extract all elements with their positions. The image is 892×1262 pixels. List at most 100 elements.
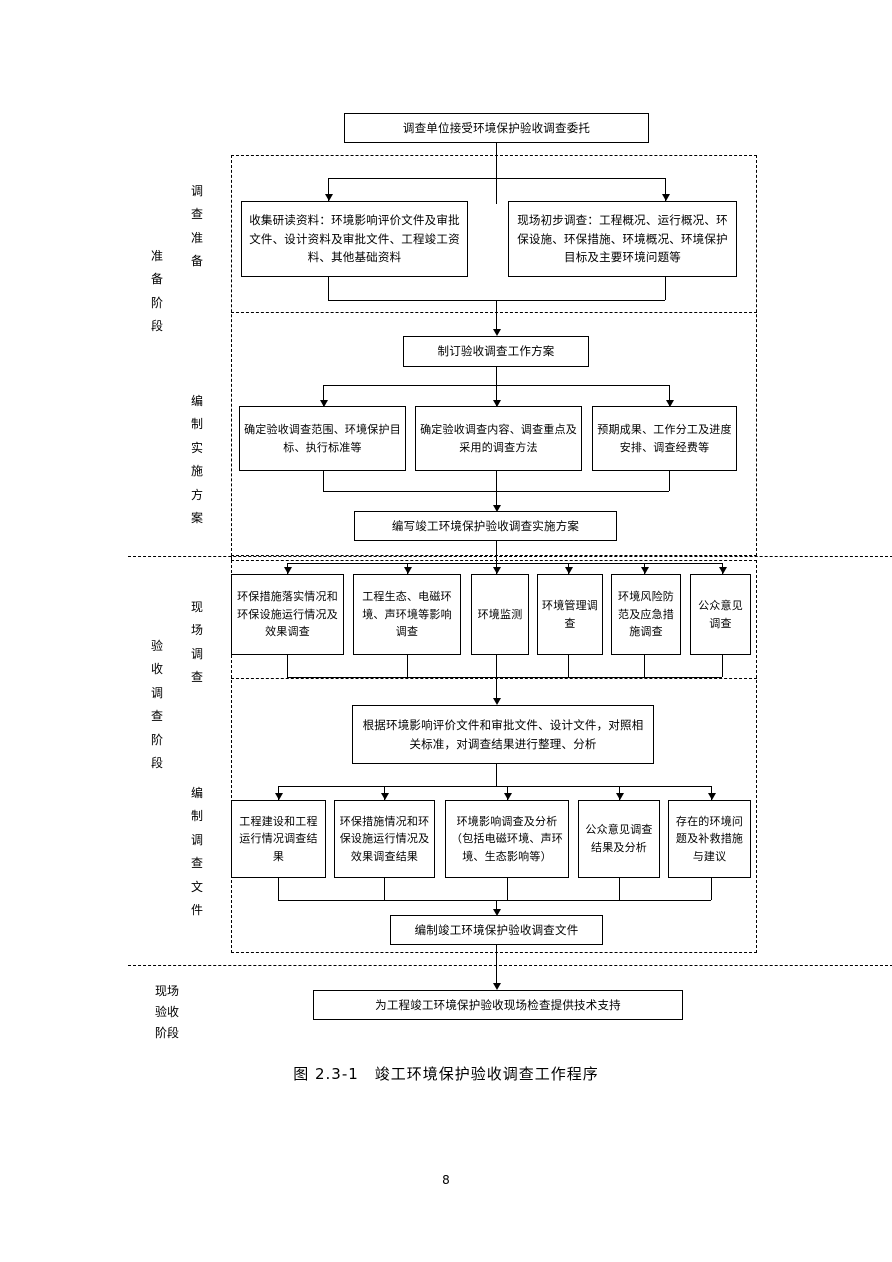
arrow-prep-right bbox=[662, 194, 670, 201]
section-label-plan-making-char-4: 方 bbox=[190, 487, 203, 502]
stage-separator-bottom bbox=[128, 965, 892, 966]
node-field-6[interactable]: 公众意见调查 bbox=[690, 574, 751, 655]
connector-doc2-out bbox=[384, 878, 385, 900]
node-plan-3[interactable]: 预期成果、工作分工及进度安排、调查经费等 bbox=[592, 406, 737, 471]
arrow-field3 bbox=[493, 567, 501, 574]
connector-plan2-out bbox=[496, 471, 497, 491]
connector-to-compile bbox=[496, 900, 497, 913]
arrow-plan3 bbox=[666, 400, 674, 407]
node-doc-3[interactable]: 环境影响调查及分析（包括电磁环境、声环境、生态影响等） bbox=[445, 800, 569, 878]
section-label-plan-making-char-1: 制 bbox=[190, 417, 203, 432]
connector-plan3-down bbox=[669, 385, 670, 407]
node-support[interactable]: 为工程竣工环境保护验收现场检查提供技术支持 bbox=[313, 990, 683, 1020]
connector-prep-split bbox=[328, 178, 665, 179]
section-label-doc-making-char-4: 文 bbox=[190, 879, 203, 894]
stage-label-survey-char-4: 阶 bbox=[150, 732, 163, 747]
section-label-field-survey: 现 场 调 查 bbox=[188, 596, 206, 690]
stage-label-acceptance-line-1: 验收 bbox=[155, 1005, 180, 1019]
node-make-plan[interactable]: 制订验收调查工作方案 bbox=[403, 336, 589, 367]
node-prep-right[interactable]: 现场初步调查：工程概况、运行概况、环保设施、环保措施、环境概况、环境保护目标及主… bbox=[508, 201, 737, 277]
region-preparation-stage bbox=[231, 155, 757, 556]
node-field-4[interactable]: 环境管理调查 bbox=[537, 574, 603, 655]
divider-prep-sections bbox=[231, 312, 757, 313]
stage-label-survey-char-2: 调 bbox=[150, 685, 163, 700]
connector-prep-left-down bbox=[328, 178, 329, 201]
node-field-5[interactable]: 环境风险防范及应急措施调查 bbox=[611, 574, 681, 655]
node-compile-doc[interactable]: 编制竣工环境保护验收调查文件 bbox=[390, 915, 603, 945]
connector-plan3-out bbox=[669, 471, 670, 491]
stage-label-preparation: 准 备 阶 段 bbox=[148, 245, 166, 339]
divider-survey-sections bbox=[231, 678, 757, 679]
connector-plan1-down bbox=[323, 385, 324, 407]
stage-label-acceptance: 现场 验收 阶段 bbox=[155, 981, 179, 1044]
region-survey-stage bbox=[231, 560, 757, 953]
arrow-plan2 bbox=[493, 400, 501, 407]
connector-prep-right-down bbox=[665, 178, 666, 201]
node-doc-1[interactable]: 工程建设和工程运行情况调查结果 bbox=[231, 800, 326, 878]
arrow-field2 bbox=[404, 567, 412, 574]
stage-label-survey-char-3: 查 bbox=[150, 709, 163, 724]
connector-write-plan-down bbox=[496, 541, 497, 563]
arrow-support bbox=[493, 983, 501, 990]
connector-compile-down bbox=[496, 945, 497, 988]
section-label-survey-prep-char-1: 查 bbox=[190, 207, 203, 222]
connector-doc4-out bbox=[619, 878, 620, 900]
section-label-doc-making-char-2: 调 bbox=[190, 832, 203, 847]
connector-prep-right-out bbox=[665, 277, 666, 300]
arrow-doc5 bbox=[708, 793, 716, 800]
connector-plan2-down bbox=[496, 385, 497, 407]
node-doc-2[interactable]: 环保措施情况和环保设施运行情况及效果调查结果 bbox=[334, 800, 435, 878]
stage-label-acceptance-line-2: 阶段 bbox=[155, 1026, 180, 1040]
node-prep-left[interactable]: 收集研读资料：环境影响评价文件及审批文件、设计资料及审批文件、工程竣工资料、其他… bbox=[241, 201, 468, 277]
arrow-compile bbox=[493, 909, 501, 916]
node-field-2[interactable]: 工程生态、电磁环境、声环境等影响调查 bbox=[353, 574, 461, 655]
node-start[interactable]: 调查单位接受环境保护验收调查委托 bbox=[344, 113, 649, 143]
connector-to-analyze bbox=[496, 655, 497, 703]
connector-doc1-out bbox=[278, 878, 279, 900]
section-label-doc-making-char-0: 编 bbox=[190, 786, 203, 800]
connector-to-write-plan bbox=[496, 491, 497, 509]
section-label-survey-prep: 调 查 准 备 bbox=[188, 180, 206, 274]
node-plan-2[interactable]: 确定验收调查内容、调查重点及采用的调查方法 bbox=[415, 406, 582, 471]
figure-caption: 图 2.3-1 竣工环境保护验收调查工作程序 bbox=[293, 1065, 599, 1083]
stage-label-preparation-char-3: 段 bbox=[150, 319, 163, 334]
section-label-doc-making-char-3: 查 bbox=[190, 856, 203, 871]
arrow-doc4 bbox=[616, 793, 624, 800]
node-doc-5[interactable]: 存在的环境问题及补救措施与建议 bbox=[668, 800, 751, 878]
connector-prep-left-out bbox=[328, 277, 329, 300]
section-label-survey-prep-char-2: 准 bbox=[190, 230, 203, 245]
connector-field5-out bbox=[644, 655, 645, 677]
arrow-plan1 bbox=[320, 400, 328, 407]
arrow-make-plan bbox=[493, 329, 501, 336]
stage-label-preparation-char-2: 阶 bbox=[150, 295, 163, 310]
node-field-3[interactable]: 环境监测 bbox=[471, 574, 529, 655]
stage-label-acceptance-line-0: 现场 bbox=[155, 984, 180, 998]
arrow-field6 bbox=[719, 567, 727, 574]
arrow-field4 bbox=[565, 567, 573, 574]
node-doc-4[interactable]: 公众意见调查结果及分析 bbox=[578, 800, 660, 878]
node-analyze[interactable]: 根据环境影响评价文件和审批文件、设计文件，对照相关标准，对调查结果进行整理、分析 bbox=[352, 705, 654, 764]
node-write-plan[interactable]: 编写竣工环境保护验收调查实施方案 bbox=[354, 511, 617, 541]
stage-label-survey-char-0: 验 bbox=[150, 639, 163, 653]
section-label-field-survey-char-3: 查 bbox=[190, 670, 203, 685]
stage-label-survey-char-5: 段 bbox=[150, 755, 163, 770]
section-label-doc-making-char-5: 件 bbox=[190, 902, 203, 917]
page-number: 8 bbox=[442, 1173, 450, 1187]
stage-separator-top bbox=[128, 556, 892, 557]
connector-doc-split bbox=[278, 786, 711, 787]
connector-doc3-out bbox=[507, 878, 508, 900]
section-label-survey-prep-char-0: 调 bbox=[190, 184, 203, 198]
arrow-analyze bbox=[493, 698, 501, 705]
section-label-plan-making: 编 制 实 施 方 案 bbox=[188, 390, 206, 530]
section-label-field-survey-char-1: 场 bbox=[190, 623, 203, 638]
arrow-field1 bbox=[284, 567, 292, 574]
node-plan-1[interactable]: 确定验收调查范围、环境保护目标、执行标准等 bbox=[239, 406, 406, 471]
connector-plan1-out bbox=[323, 471, 324, 491]
arrow-doc2 bbox=[381, 793, 389, 800]
section-label-plan-making-char-3: 施 bbox=[190, 464, 203, 479]
stage-label-preparation-char-0: 准 bbox=[150, 249, 163, 263]
node-field-1[interactable]: 环保措施落实情况和环保设施运行情况及效果调查 bbox=[231, 574, 344, 655]
stage-label-survey: 验 收 调 查 阶 段 bbox=[148, 635, 166, 775]
arrow-field5 bbox=[641, 567, 649, 574]
